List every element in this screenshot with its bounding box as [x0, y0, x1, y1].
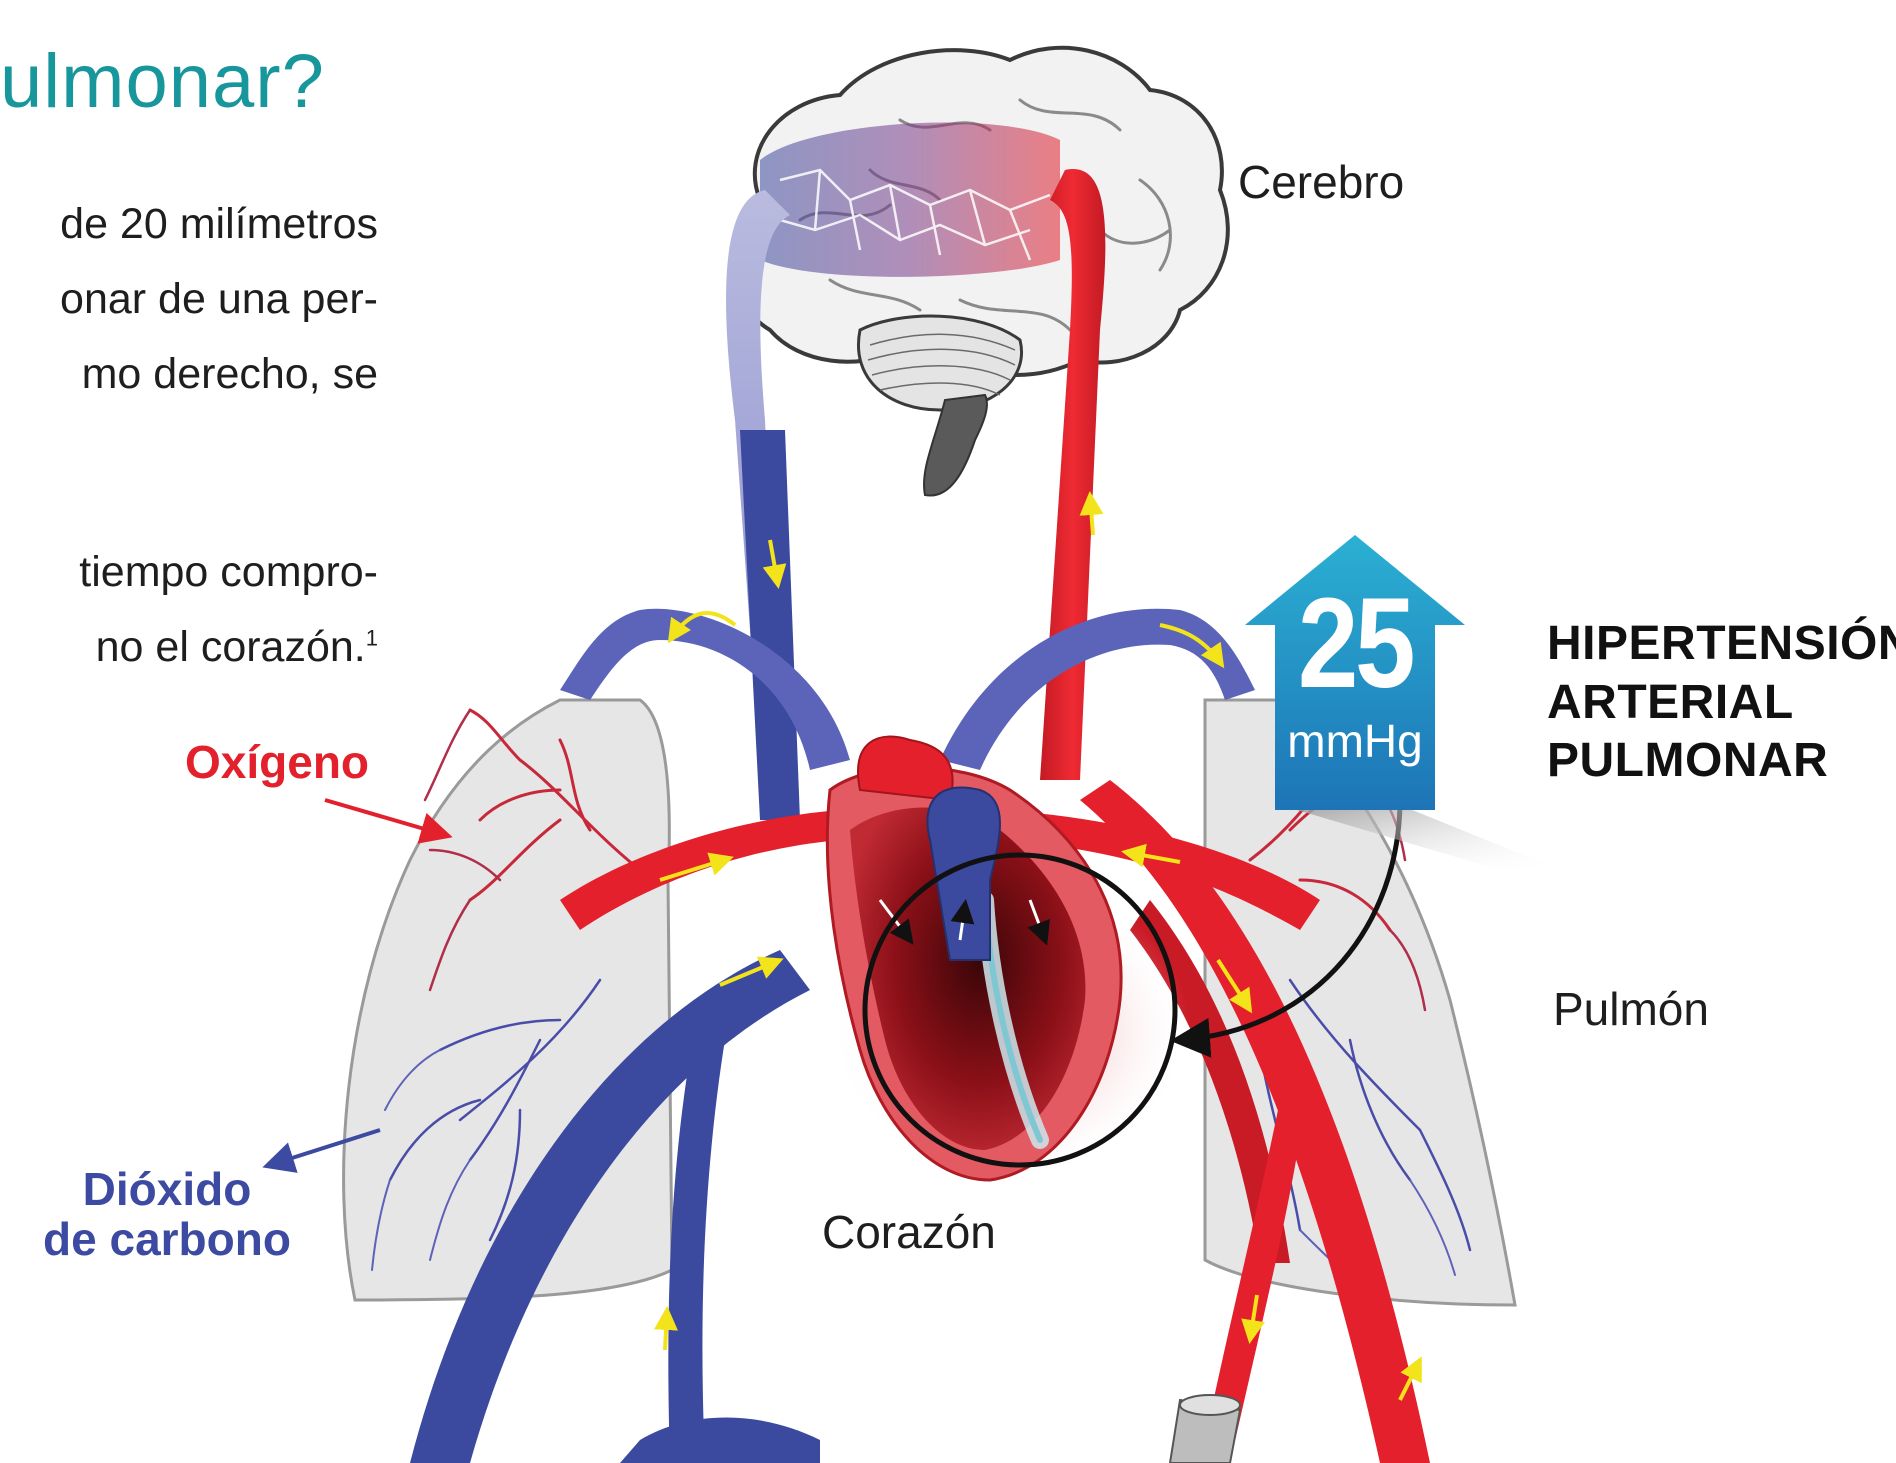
limb-cross-section — [1170, 1395, 1240, 1463]
condition-line-2: ARTERIAL — [1547, 674, 1896, 733]
page-title: ulmonar? — [0, 38, 325, 125]
lung-label: Pulmón — [1553, 982, 1709, 1036]
condition-label: HIPERTENSIÓN ARTERIAL PULMONAR — [1547, 615, 1896, 791]
second-line-2: no el corazón.1 — [0, 625, 378, 670]
co2-label-line-1: Dióxido — [22, 1165, 312, 1215]
pressure-badge: 25 mmHg — [1275, 580, 1435, 767]
co2-label-line-2: de carbono — [22, 1215, 312, 1265]
brain-label: Cerebro — [1238, 155, 1404, 209]
heart-label: Corazón — [822, 1205, 996, 1259]
condition-line-1: HIPERTENSIÓN — [1547, 615, 1896, 674]
second-paragraph: tiempo compro- no el corazón.1 — [0, 550, 378, 670]
oxygen-label: Oxígeno — [185, 735, 369, 789]
co2-label: Dióxido de carbono — [22, 1165, 312, 1264]
pressure-value: 25 — [1287, 580, 1423, 708]
brain-icon — [731, 48, 1228, 496]
condition-line-3: PULMONAR — [1547, 732, 1896, 791]
footnote-marker: 1 — [366, 626, 378, 651]
intro-line-2: onar de una per- — [0, 277, 378, 322]
second-line-1: tiempo compro- — [0, 550, 378, 595]
intro-line-1: de 20 milímetros — [0, 202, 378, 247]
pressure-unit: mmHg — [1275, 716, 1435, 767]
intro-line-3: mo derecho, se — [0, 352, 378, 397]
intro-paragraph: de 20 milímetros onar de una per- mo der… — [0, 202, 378, 397]
oxygen-arrow — [325, 800, 445, 835]
